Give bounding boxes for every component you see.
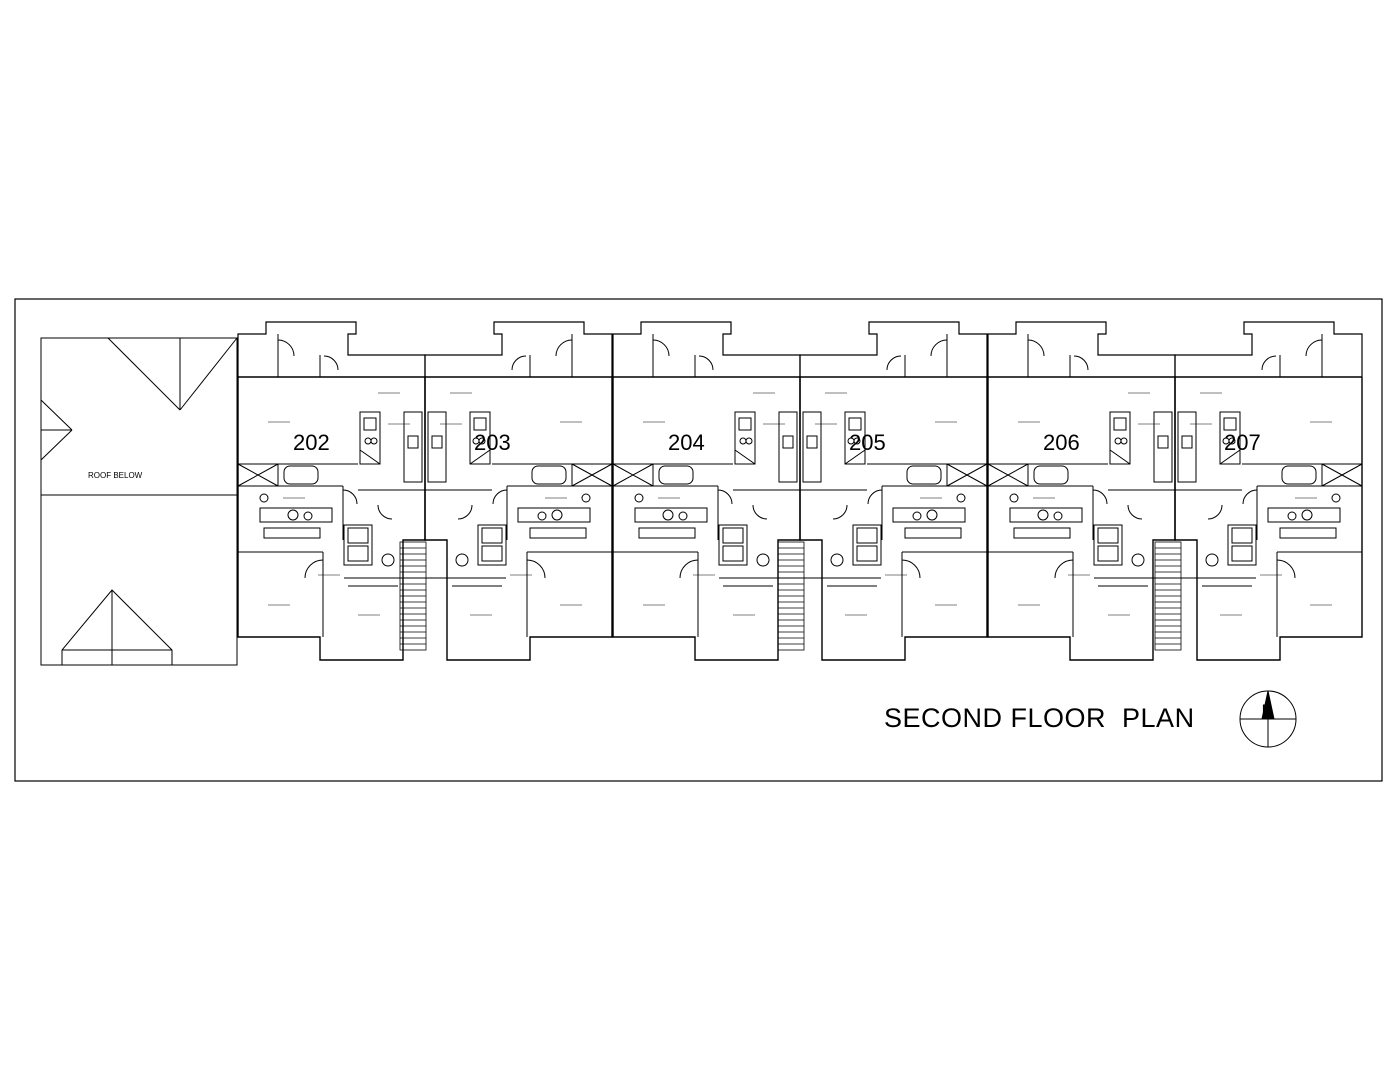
unit-number-204: 204 bbox=[668, 430, 705, 455]
drawing-title: SECOND FLOOR PLAN bbox=[884, 703, 1195, 733]
unit-number-206: 206 bbox=[1043, 430, 1080, 455]
roof-below-area: ROOF BELOW bbox=[40, 337, 238, 666]
stair-1 bbox=[399, 541, 427, 651]
unit-204 bbox=[612, 321, 801, 661]
unit-number-207: 207 bbox=[1224, 430, 1261, 455]
unit-207 bbox=[1174, 321, 1363, 661]
unit-206 bbox=[987, 321, 1176, 661]
stair-2 bbox=[777, 541, 805, 651]
unit-205 bbox=[799, 321, 988, 661]
unit-number-202: 202 bbox=[293, 430, 330, 455]
unit-number-203: 203 bbox=[474, 430, 511, 455]
stair-3 bbox=[1154, 541, 1182, 651]
unit-203 bbox=[424, 321, 613, 661]
units-group: 202 203 204 205 206 207 bbox=[237, 321, 1363, 661]
unit-number-205: 205 bbox=[849, 430, 886, 455]
sheet-border bbox=[14, 298, 1383, 782]
north-arrow: N bbox=[1239, 690, 1297, 748]
roof-below-label: ROOF BELOW bbox=[88, 471, 143, 480]
unit-202 bbox=[237, 321, 426, 661]
north-label: N bbox=[1262, 701, 1272, 717]
